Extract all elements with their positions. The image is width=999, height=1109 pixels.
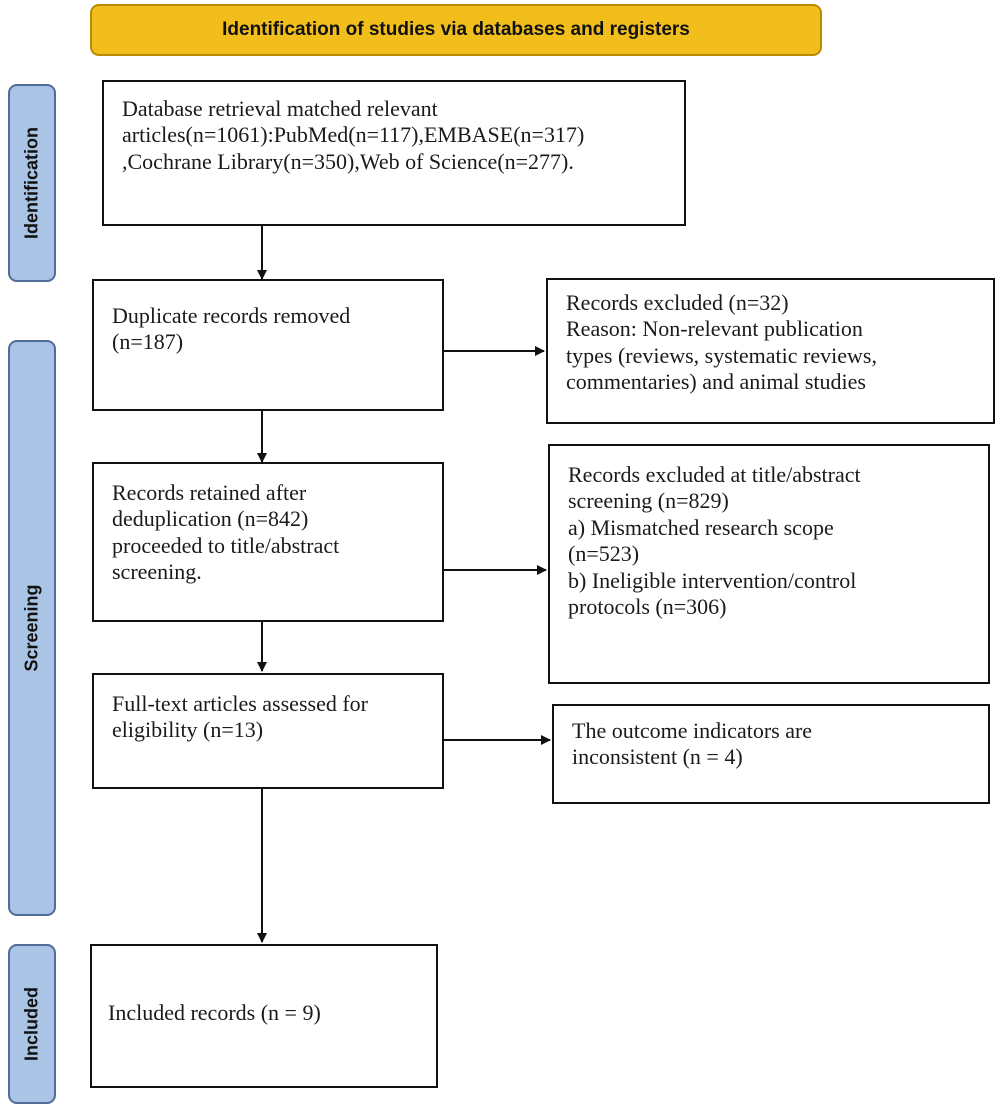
included-box: Included records (n = 9) bbox=[90, 944, 438, 1088]
stage-identification: Identification bbox=[8, 84, 56, 282]
excluded-screening-box: Records excluded at title/abstract scree… bbox=[548, 444, 990, 684]
header-banner: Identification of studies via databases … bbox=[90, 4, 822, 56]
database-retrieval-box: Database retrieval matched relevant arti… bbox=[102, 80, 686, 226]
stage-screening: Screening bbox=[8, 340, 56, 916]
stage-included: Included bbox=[8, 944, 56, 1104]
header-title: Identification of studies via databases … bbox=[222, 19, 690, 40]
duplicates-removed-box: Duplicate records removed (n=187) bbox=[92, 279, 444, 411]
excluded-types-box: Records excluded (n=32) Reason: Non-rele… bbox=[546, 278, 995, 424]
full-text-box: Full-text articles assessed for eligibil… bbox=[92, 673, 444, 789]
retained-box: Records retained after deduplication (n=… bbox=[92, 462, 444, 622]
inconsistent-outcomes-box: The outcome indicators are inconsistent … bbox=[552, 704, 990, 804]
